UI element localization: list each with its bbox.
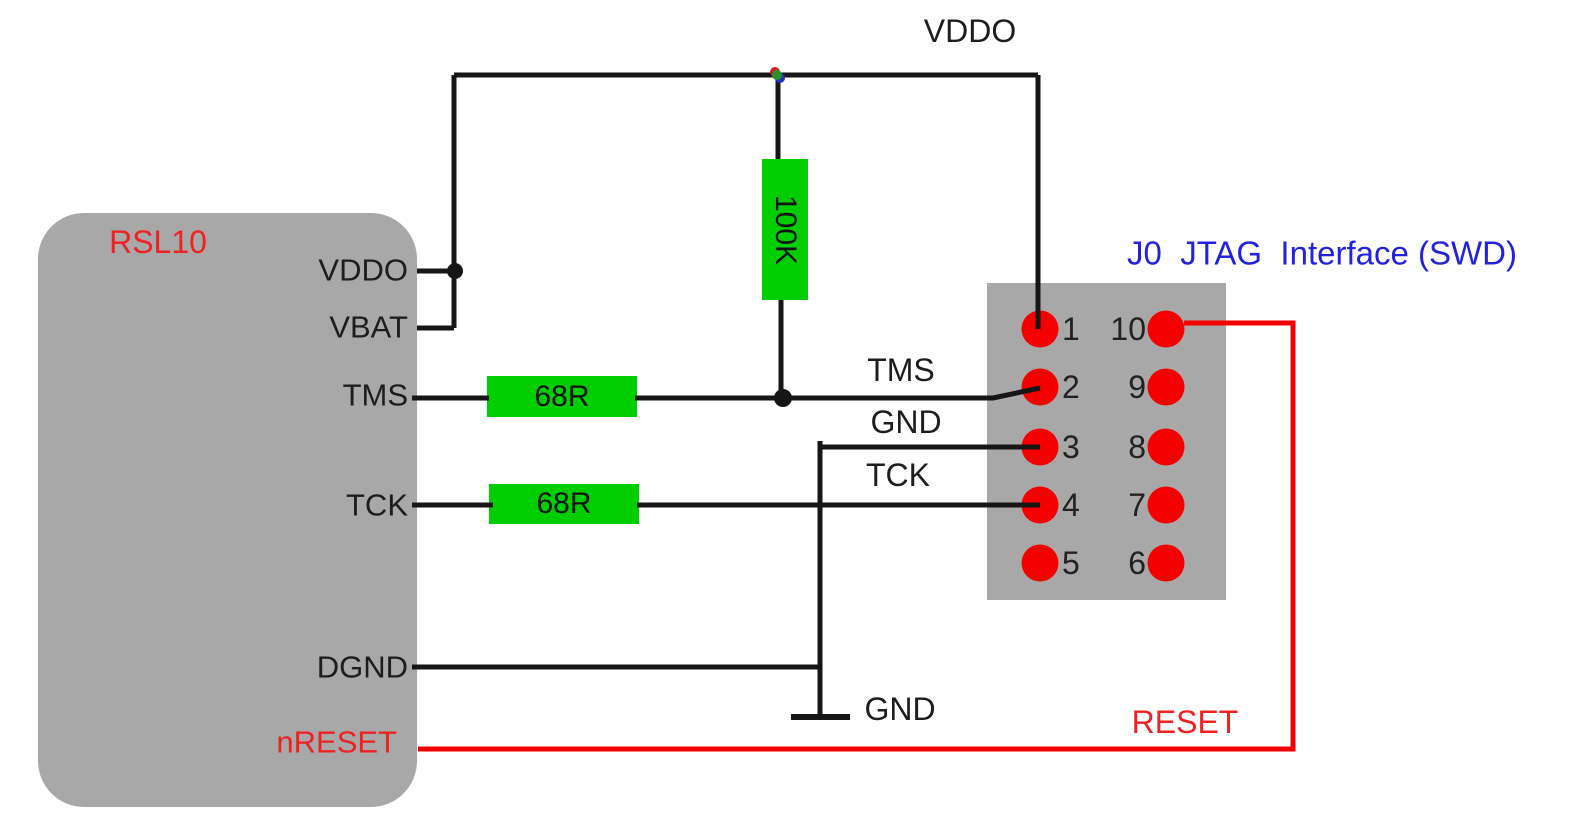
connector-pin-number-10: 10 (1110, 311, 1146, 347)
connector-pin-5-icon (1021, 544, 1059, 582)
net-label-tck: TCK (866, 457, 930, 493)
resistor-100k-pullup: 100K (762, 159, 808, 300)
chip-pin-label-dgnd: DGND (316, 649, 408, 685)
connector-pin-number-1: 1 (1062, 311, 1080, 347)
connector-pin-number-3: 3 (1062, 429, 1080, 465)
connector-pin-1-icon (1021, 310, 1059, 348)
net-label-vddo: VDDO (923, 13, 1017, 49)
connector-pin-number-9: 9 (1128, 369, 1146, 405)
resistor-68r-tms-label: 68R (534, 379, 590, 413)
connector-pin-number-6: 6 (1128, 545, 1146, 581)
jtag-connector-title: J0 JTAG Interface (SWD) (1127, 234, 1517, 272)
connector-pin-number-2: 2 (1062, 369, 1080, 405)
connector-pin-9-icon (1147, 368, 1185, 406)
chip-pin-label-vddo: VDDO (318, 252, 408, 288)
chip-pin-label-tck: TCK (346, 487, 408, 523)
resistor-68r-tck: 68R (489, 484, 639, 524)
connector-pin-4-icon (1021, 486, 1059, 524)
net-label-gnd-pin3: GND (870, 404, 942, 440)
chip-pin-label-vbat: VBAT (329, 309, 408, 345)
resistor-100k-label: 100K (769, 194, 803, 265)
net-label-gnd-symbol: GND (864, 691, 936, 727)
connector-pin-number-4: 4 (1062, 487, 1080, 523)
junction-dot-vddo-rail (770, 67, 785, 83)
connector-pin-3-icon (1021, 428, 1059, 466)
connector-pin-6-icon (1147, 544, 1185, 582)
connector-pin-10-icon (1147, 310, 1185, 348)
connector-pin-8-icon (1147, 428, 1185, 466)
chip-pin-label-nreset: nRESET (276, 724, 397, 760)
net-label-tms: TMS (867, 352, 935, 388)
connector-pin-number-7: 7 (1128, 487, 1146, 523)
rsl10-chip-body (38, 213, 417, 807)
connector-pin-number-8: 8 (1128, 429, 1146, 465)
chip-pin-label-tms: TMS (342, 377, 408, 413)
connector-pin-7-icon (1147, 486, 1185, 524)
net-label-reset: RESET (1131, 704, 1239, 740)
wire-tms-to-pin2 (635, 385, 1041, 401)
resistor-68r-tms: 68R (487, 376, 637, 417)
chip-title: RSL10 (109, 224, 207, 260)
junction-dot-vddo (447, 263, 463, 279)
connector-pin-2-icon (1021, 368, 1059, 406)
resistor-68r-tck-label: 68R (536, 487, 592, 520)
connector-pin-number-5: 5 (1062, 545, 1080, 581)
junction-dot-tms (774, 389, 792, 407)
